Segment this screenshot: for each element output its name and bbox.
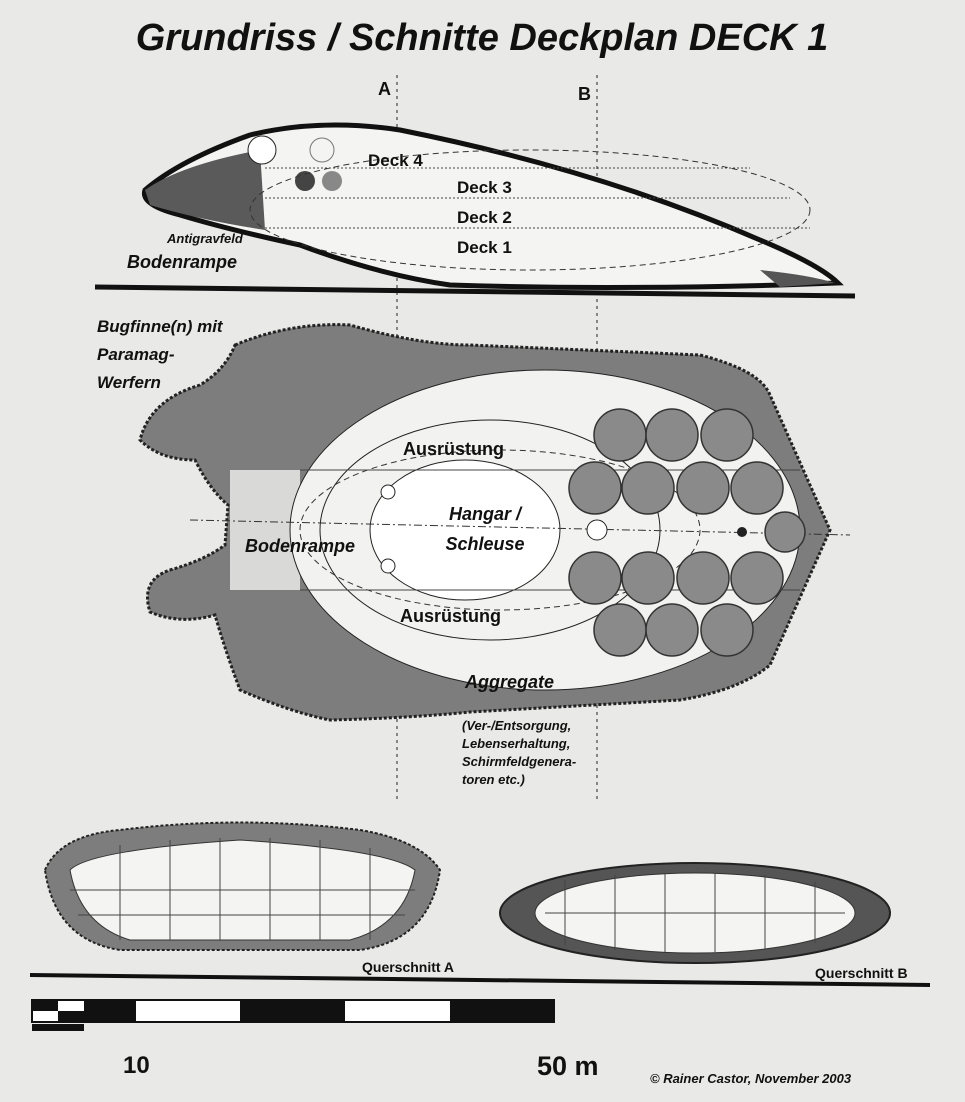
ramp-bay xyxy=(230,470,300,590)
sphere xyxy=(676,551,730,605)
sphere xyxy=(645,603,699,657)
cross-section-a-label: Querschnitt A xyxy=(362,959,454,975)
equipment-bottom-label: Ausrüstung xyxy=(400,606,501,626)
sphere xyxy=(645,408,699,462)
cockpit-shade xyxy=(145,150,265,230)
deck-1-label: Deck 1 xyxy=(457,238,512,257)
sphere xyxy=(593,408,647,462)
hangar-label-1: Hangar / xyxy=(449,504,523,524)
sphere xyxy=(700,603,754,657)
hangar-label-2: Schleuse xyxy=(445,534,524,554)
aggregates-note-2: Lebenserhaltung, xyxy=(462,736,570,751)
deck-2-label: Deck 2 xyxy=(457,208,512,227)
scale-label-small: 10 xyxy=(123,1052,150,1079)
sphere xyxy=(700,408,754,462)
antigravfeld-label: Antigravfeld xyxy=(166,231,244,246)
sphere xyxy=(593,603,647,657)
cross-section-b: Querschnitt B xyxy=(499,862,908,981)
aggregates-label: Aggregate xyxy=(464,672,554,692)
sphere xyxy=(764,511,806,553)
aggregates-note-3: Schirmfeldgenera- xyxy=(462,754,576,769)
scale-bar: 10 50 m xyxy=(31,999,599,1081)
side-view: Deck 4 Deck 3 Deck 2 Deck 1 Antigravfeld… xyxy=(94,122,856,299)
turret-outline xyxy=(309,137,335,163)
baseline xyxy=(29,973,931,987)
stern-shade xyxy=(760,270,835,287)
fin-label-1: Bugfinne(n) mit xyxy=(97,317,224,336)
copyright-credit: © Rainer Castor, November 2003 xyxy=(650,1071,852,1086)
side-sphere-light xyxy=(322,171,342,191)
sphere xyxy=(621,461,675,515)
sphere xyxy=(730,551,784,605)
sensor-dome xyxy=(247,135,277,165)
side-ramp-label: Bodenrampe xyxy=(127,252,237,272)
sphere xyxy=(730,461,784,515)
section-marker-a: A xyxy=(378,79,391,99)
tank-spheres xyxy=(568,408,806,657)
ground-line xyxy=(94,284,856,299)
scale-label-large: 50 m xyxy=(537,1051,599,1081)
aggregates-note-4: toren etc.) xyxy=(462,772,525,787)
plan-ramp-label: Bodenrampe xyxy=(245,536,355,556)
sphere xyxy=(568,461,622,515)
fin-label-2: Paramag- xyxy=(97,345,175,364)
sphere xyxy=(676,461,730,515)
diagram-title: Grundriss / Schnitte Deckplan DECK 1 xyxy=(136,17,829,59)
aggregates-note-1: (Ver-/Entsorgung, xyxy=(462,718,571,733)
sphere xyxy=(568,551,622,605)
deck-4-label: Deck 4 xyxy=(368,151,423,170)
cross-section-b-label: Querschnitt B xyxy=(815,965,908,981)
sphere xyxy=(621,551,675,605)
plan-view: Bugfinne(n) mit Paramag- Werfern Ausrüst… xyxy=(97,317,851,787)
equipment-top-label: Ausrüstung xyxy=(403,439,504,459)
hangar-area xyxy=(369,459,561,601)
side-hull xyxy=(141,122,844,290)
fin-label-3: Werfern xyxy=(97,373,161,392)
deck-3-label: Deck 3 xyxy=(457,178,512,197)
cross-section-a: Querschnitt A xyxy=(43,821,454,975)
section-marker-b: B xyxy=(578,84,591,104)
